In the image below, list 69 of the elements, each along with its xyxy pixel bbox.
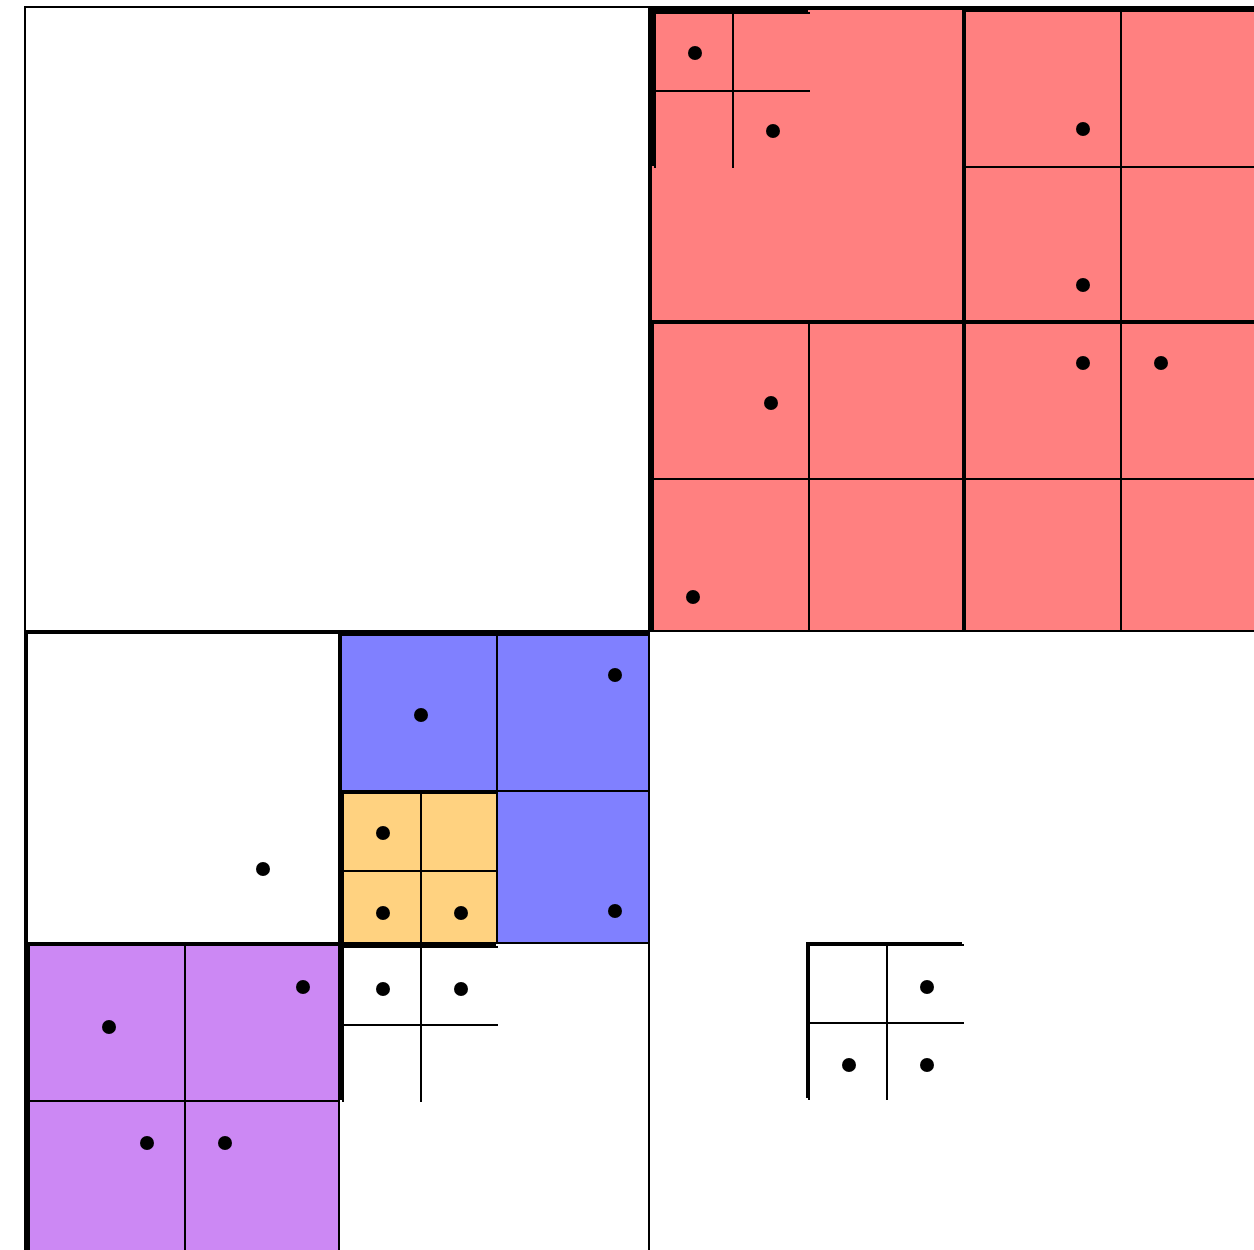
grid-cell	[808, 944, 886, 1022]
grid-cell	[964, 10, 1120, 166]
data-point	[453, 981, 467, 995]
grid-cell	[886, 944, 964, 1022]
data-point	[375, 981, 389, 995]
grid-cell	[26, 632, 338, 942]
grid-cell	[184, 944, 340, 1100]
grid-cell	[28, 1100, 184, 1250]
grid-cell	[652, 478, 808, 634]
data-point	[453, 905, 467, 919]
grid-cell	[808, 322, 964, 478]
data-point	[919, 1057, 933, 1071]
grid-cell	[340, 790, 496, 944]
data-point	[607, 903, 621, 917]
data-point	[1153, 355, 1167, 369]
grid-cell	[654, 12, 732, 90]
grid-cell	[496, 634, 652, 790]
data-point	[101, 1019, 115, 1033]
data-point	[375, 905, 389, 919]
data-point	[1075, 121, 1089, 135]
data-point	[841, 1057, 855, 1071]
data-point	[685, 589, 699, 603]
grid-cell	[650, 320, 962, 632]
data-point	[607, 667, 621, 681]
grid-cell	[184, 1100, 340, 1250]
grid-cell	[340, 634, 496, 790]
grid-cell	[342, 870, 420, 946]
grid-cell	[342, 792, 420, 870]
grid-cell	[24, 6, 648, 630]
grid-cell	[964, 322, 1120, 478]
grid-cell	[652, 322, 808, 478]
grid-cell	[420, 870, 498, 946]
grid-cell	[1120, 322, 1254, 478]
grid-cell	[808, 1022, 886, 1100]
grid-cell	[420, 946, 498, 1024]
data-point	[765, 123, 779, 137]
grid-cell	[1120, 166, 1254, 322]
data-point	[255, 861, 269, 875]
data-point	[375, 825, 389, 839]
grid-cell	[338, 942, 650, 1250]
grid-cell	[28, 944, 184, 1100]
data-point	[1075, 277, 1089, 291]
grid-cell	[342, 946, 420, 1024]
grid-cell	[342, 1024, 420, 1102]
data-point	[1075, 355, 1089, 369]
grid-cell	[24, 630, 648, 1250]
grid-cell	[962, 320, 1254, 632]
data-point	[295, 979, 309, 993]
data-point	[763, 395, 777, 409]
grid-cell	[964, 166, 1120, 322]
grid-cell	[648, 630, 1254, 1250]
grid-cell	[496, 790, 652, 944]
grid-cell	[1120, 478, 1254, 634]
data-point	[139, 1135, 153, 1149]
grid-cell	[338, 632, 650, 942]
grid-cell	[26, 942, 338, 1250]
grid-cell	[420, 792, 498, 870]
grid-cell	[1120, 10, 1254, 166]
data-point	[919, 979, 933, 993]
grid-cell	[964, 478, 1120, 634]
grid-cell	[808, 478, 964, 634]
grid-cell	[732, 12, 810, 90]
data-point	[413, 707, 427, 721]
grid-cell	[962, 8, 1254, 320]
grid-cell	[648, 6, 1254, 630]
data-point	[217, 1135, 231, 1149]
data-point	[687, 45, 701, 59]
grid-cell	[654, 90, 732, 168]
grid-cell	[650, 8, 962, 320]
